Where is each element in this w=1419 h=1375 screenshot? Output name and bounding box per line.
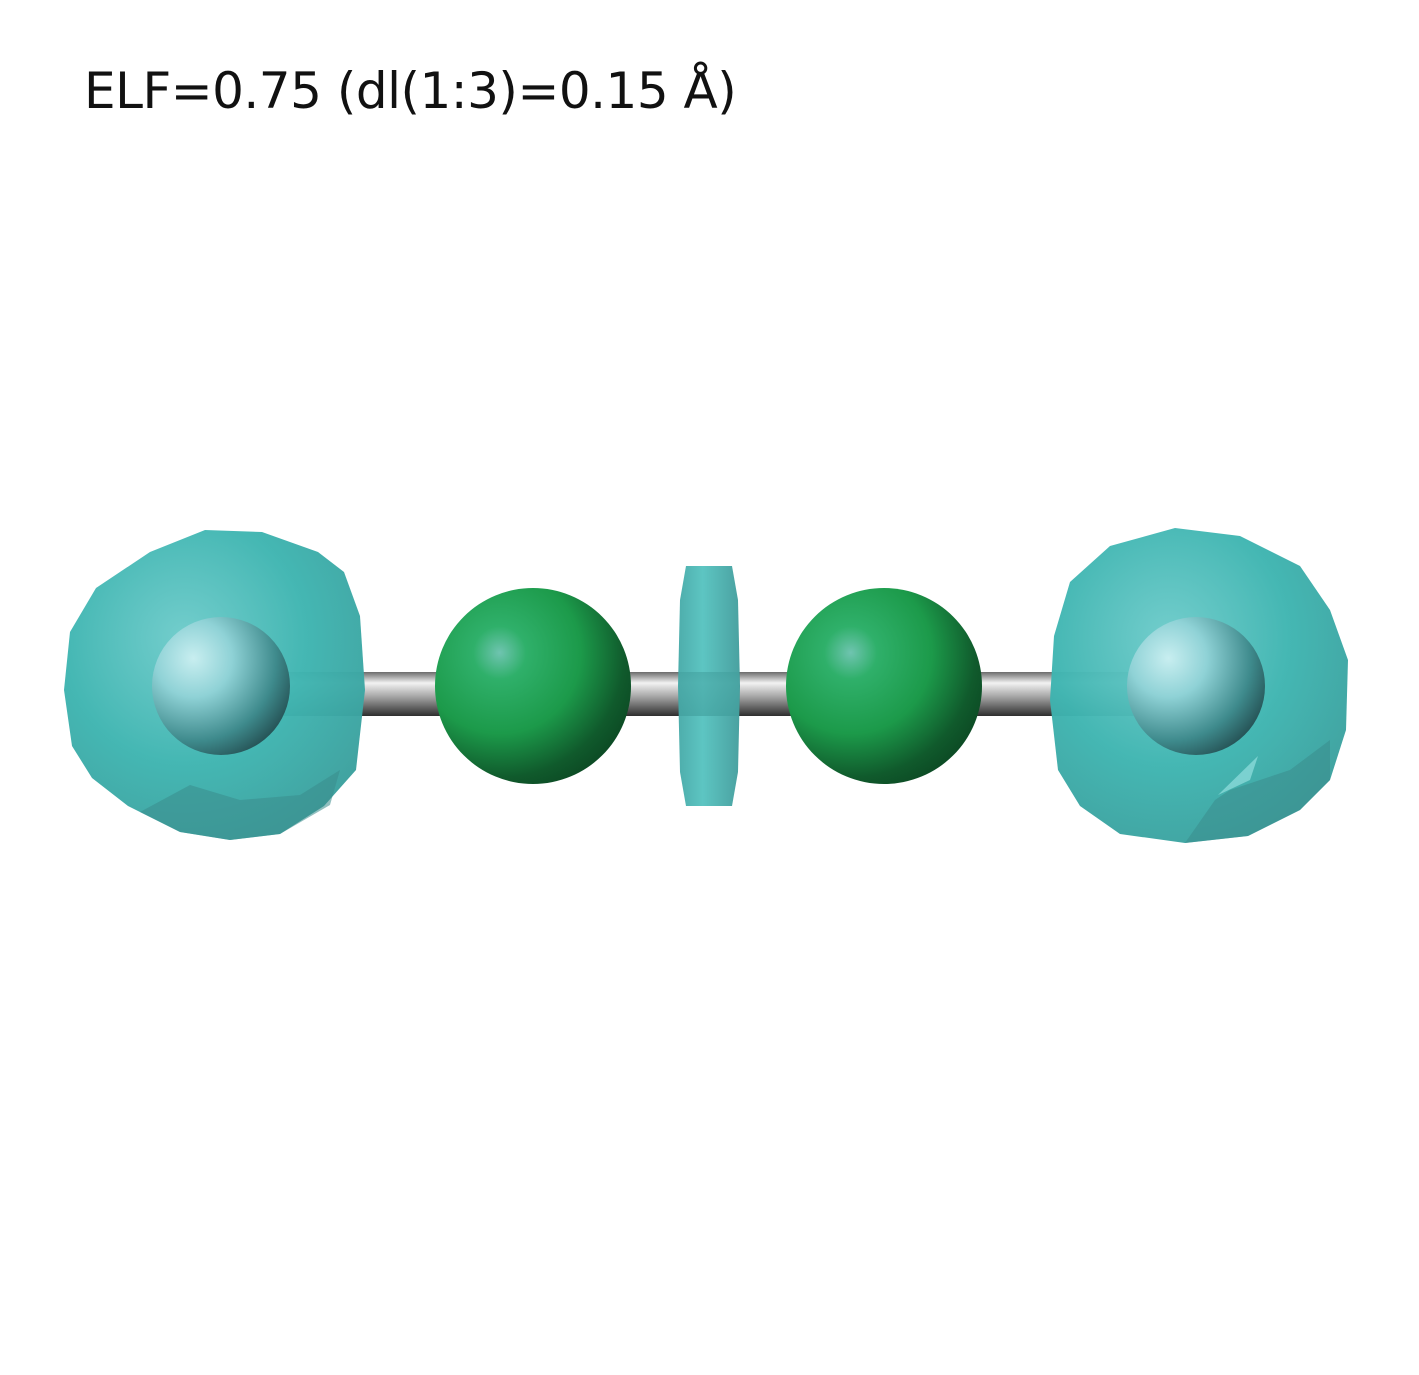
right-basin-shading [1185, 740, 1330, 843]
left-terminal-atom [152, 617, 290, 755]
figure-caption: ELF=0.75 (dl(1:3)=0.15 Å) [84, 62, 737, 120]
right-basin-facet [1218, 756, 1258, 795]
right-central-atom [786, 588, 982, 784]
left-central-atom [435, 588, 631, 784]
left-basin-shading [140, 770, 340, 840]
disc-bond-overlap [679, 672, 739, 716]
right-terminal-atom [1127, 617, 1265, 755]
